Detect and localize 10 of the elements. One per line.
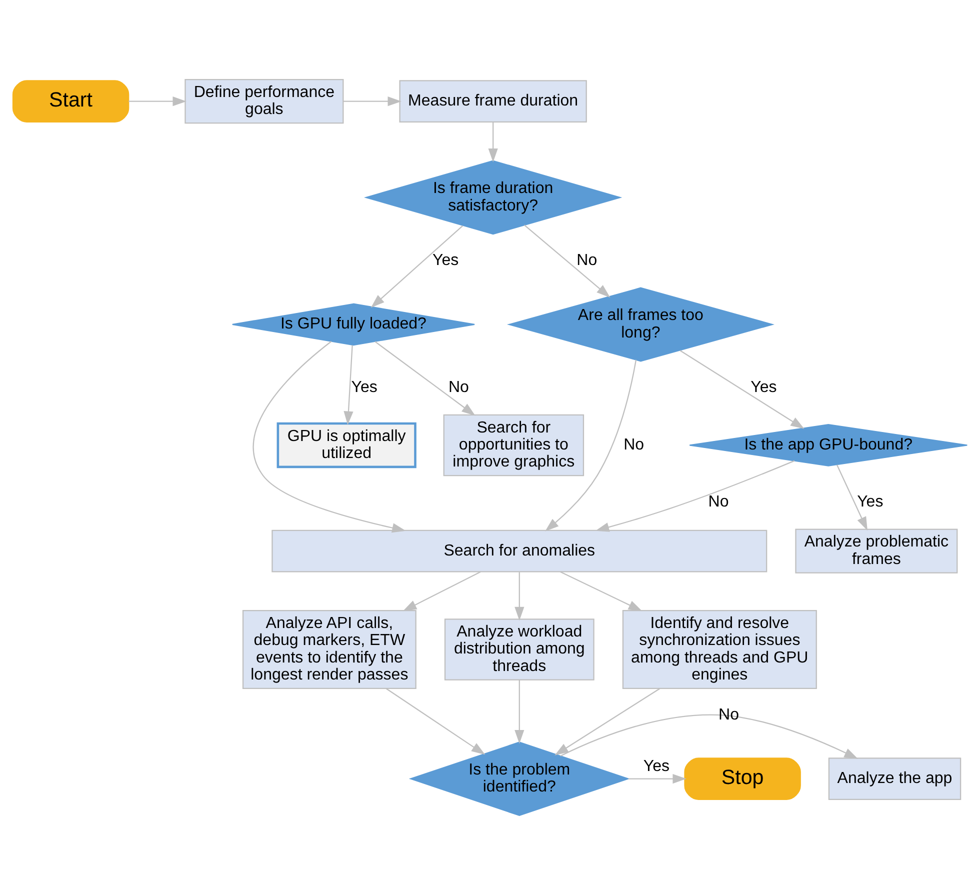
edge-label: No: [708, 492, 729, 510]
edge-label: No: [718, 705, 740, 724]
edge-label: No: [448, 378, 469, 396]
edge-label: Yes: [750, 378, 777, 396]
edge-label: Yes: [351, 378, 378, 396]
edge-label: Yes: [643, 756, 670, 775]
edge-label: No: [576, 250, 598, 269]
edge-label: Yes: [857, 492, 884, 510]
edge-label: No: [624, 434, 644, 453]
edge-label: Yes: [432, 250, 459, 269]
